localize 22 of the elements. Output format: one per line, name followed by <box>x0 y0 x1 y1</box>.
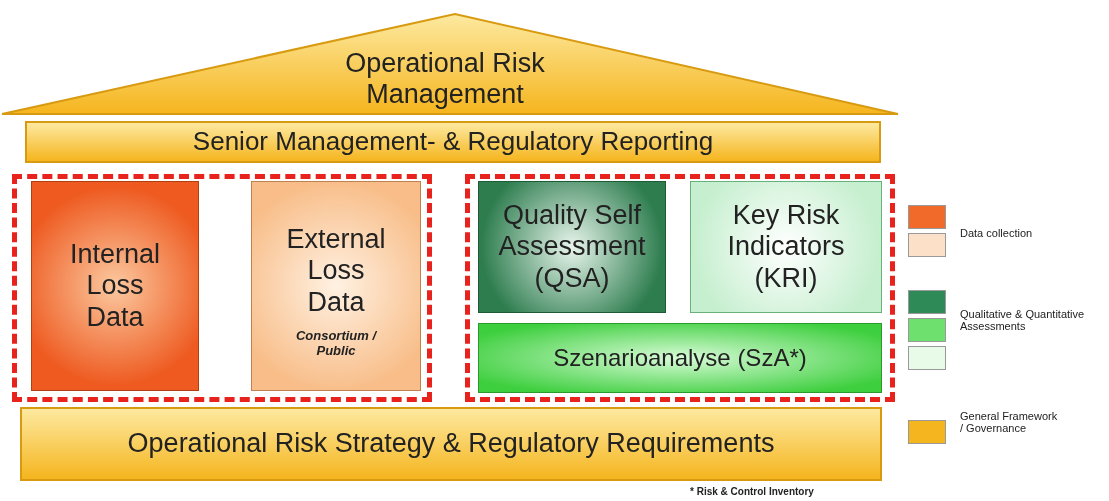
legend-text: General Framework / Governance <box>960 410 1059 434</box>
legend-text: Data collection <box>960 227 1034 239</box>
assessment-box <box>690 181 882 313</box>
box-title: Senior Management- & Regulatory Reporting <box>192 127 714 157</box>
box-title: Key Risk Indicators (KRI) <box>726 200 846 294</box>
reporting-bar <box>25 121 881 163</box>
box-title: Internal Loss Data <box>68 239 162 333</box>
box-title: Szenarioanalyse (SzA*) <box>553 344 807 372</box>
box-title: External Loss Data <box>285 224 387 318</box>
roof-triangle <box>0 12 900 116</box>
data-collection-box <box>251 181 421 391</box>
dashed-group-frame <box>12 174 432 402</box>
dashed-group-frame <box>465 174 895 402</box>
legend-text: Qualitative & Quantitative Assessments <box>960 308 1086 332</box>
assessment-box <box>478 323 882 393</box>
box-title: Operational Risk Management <box>344 47 546 110</box>
box-title: Quality Self Assessment (QSA) <box>497 200 647 294</box>
box-title: Operational Risk Strategy & Regulatory Requirements <box>127 428 775 460</box>
foundation-bar <box>20 407 882 481</box>
box-subtitle: Consortium / Public <box>294 327 378 358</box>
data-collection-box <box>31 181 199 391</box>
assessment-box <box>478 181 666 313</box>
